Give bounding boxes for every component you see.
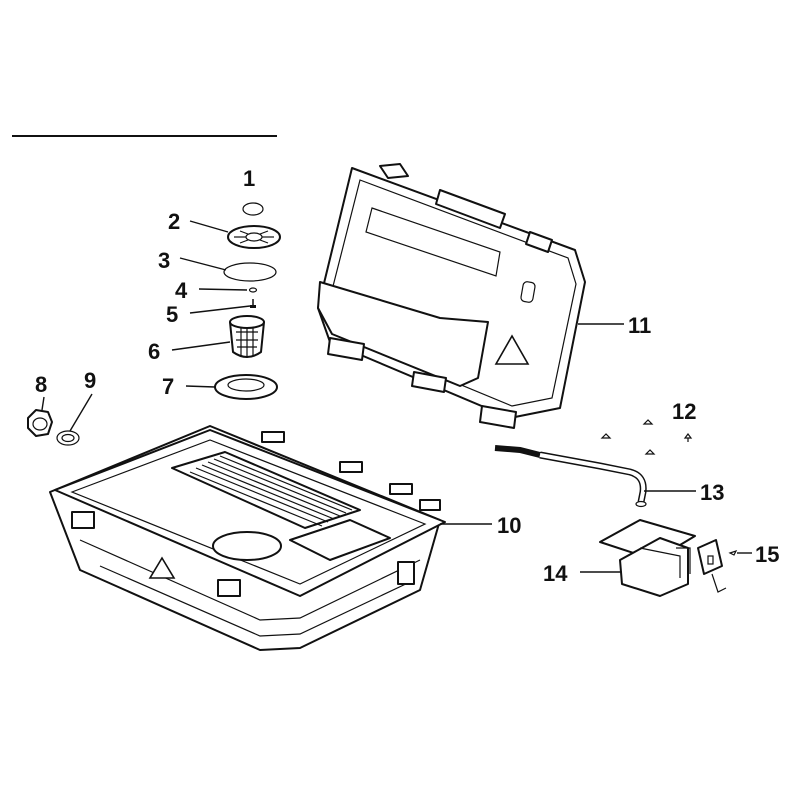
callout-1: 1 xyxy=(243,166,255,191)
callout-12: 12 xyxy=(672,399,696,424)
part-11-lid xyxy=(317,163,586,429)
part-3-o-ring xyxy=(223,262,277,282)
part-2-grate xyxy=(227,225,281,249)
part-15-switch xyxy=(697,539,738,593)
callout-14: 14 xyxy=(543,561,568,586)
callout-11: 11 xyxy=(628,313,651,338)
callout-6: 6 xyxy=(148,339,160,364)
part-1-cap xyxy=(242,202,264,216)
part-13-hose-brush xyxy=(494,445,647,508)
callout-15: 15 xyxy=(755,542,779,567)
callout-5: 5 xyxy=(166,302,178,327)
callout-7: 7 xyxy=(162,374,174,399)
tank-warning-triangle-icon xyxy=(148,556,176,579)
part-8-nut xyxy=(27,409,53,437)
callout-3: 3 xyxy=(158,248,170,273)
part-12-screws xyxy=(600,419,693,455)
callout-9: 9 xyxy=(84,368,96,393)
callouts: 1 2 3 4 5 6 7 8 9 10 11 12 13 14 15 xyxy=(35,166,779,586)
part-14-pump-housing xyxy=(599,519,696,597)
part-10-tank xyxy=(49,425,446,651)
callout-2: 2 xyxy=(168,209,180,234)
callout-10: 10 xyxy=(497,513,521,538)
part-5-screw xyxy=(250,299,256,308)
callout-4: 4 xyxy=(175,278,188,303)
part-4-washer xyxy=(248,287,258,293)
lid-warning-triangle-icon xyxy=(494,334,530,365)
callout-8: 8 xyxy=(35,372,47,397)
part-9-gasket xyxy=(56,430,80,446)
part-6-basket-filter xyxy=(229,315,265,358)
part-7-flange-ring xyxy=(214,374,278,400)
callout-13: 13 xyxy=(700,480,724,505)
